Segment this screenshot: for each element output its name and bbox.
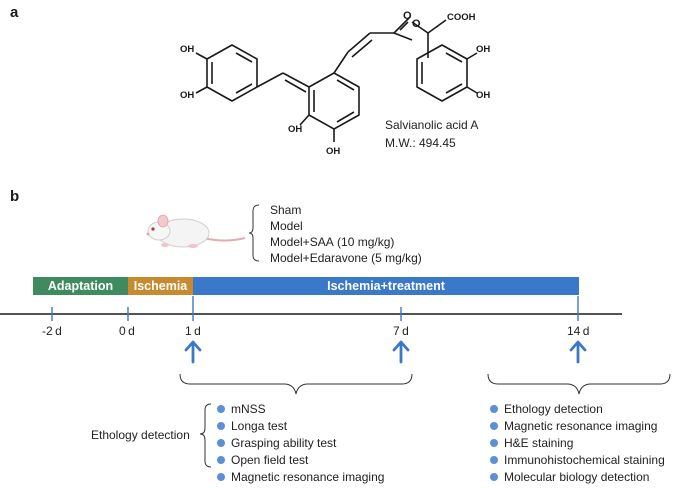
groups-brace	[248, 204, 260, 262]
cooh-label: COOH	[447, 12, 476, 23]
oh-label-2: OH	[180, 90, 195, 101]
interval-braces	[179, 373, 671, 395]
list-item-mri: Magnetic resonance imaging	[490, 417, 665, 434]
list-item-open-field: Open field test	[217, 451, 384, 468]
arrow-day14	[569, 340, 587, 364]
right-ring	[416, 44, 468, 102]
molecular-weight: M.W.: 494.45	[385, 136, 456, 150]
list-item-molecular-biology: Molecular biology detection	[490, 468, 665, 485]
bullet-icon	[217, 404, 225, 413]
group-sham: Sham	[270, 203, 302, 217]
oxygen-carbonyl: O	[403, 10, 412, 22]
phase-ischemia-treatment: Ischemia+treatment	[193, 277, 579, 295]
list-item-he-staining: H&E staining	[490, 434, 665, 451]
panel-a-label: a	[10, 4, 19, 21]
central-ring	[308, 72, 360, 130]
bullet-icon	[490, 404, 498, 413]
group-model-edaravone: Model+Edaravone (5 mg/kg)	[270, 251, 422, 265]
group-model: Model	[270, 219, 303, 233]
bullet-icon	[217, 438, 225, 447]
bullet-icon	[217, 472, 225, 481]
oh-label-3: OH	[288, 124, 303, 135]
oh-label-4: OH	[326, 146, 341, 157]
bullet-icon	[217, 455, 225, 464]
brace-day14	[487, 373, 671, 395]
day-minus2: -2 d	[42, 324, 62, 338]
oxygen-ester: O	[412, 18, 421, 30]
day-1: 1 d	[185, 324, 201, 338]
list-item-mnss: mNSS	[217, 400, 384, 417]
ethology-detection-label: Ethology detection	[91, 428, 190, 442]
group-list: Sham Model Model+SAA (10 mg/kg) Model+Ed…	[270, 202, 422, 266]
panel-b-label: b	[10, 188, 20, 205]
salvianolic-acid-structure: O O	[195, 10, 478, 142]
oh-label-6: OH	[476, 90, 491, 101]
ethology-brace	[199, 403, 212, 468]
day-14: 14 d	[567, 324, 590, 338]
phase-adaptation: Adaptation	[33, 277, 128, 295]
timeline	[0, 296, 622, 364]
phase-ischemia: Ischemia	[128, 277, 193, 295]
bullet-icon	[217, 421, 225, 430]
bullet-icon	[490, 455, 498, 464]
bullet-icon	[490, 421, 498, 430]
brace-day1-7	[179, 373, 413, 395]
bullet-icon	[490, 472, 498, 481]
oh-label-5: OH	[476, 44, 491, 55]
list-item-grasping: Grasping ability test	[217, 434, 384, 451]
arrow-day7	[392, 340, 410, 364]
list-item-ihc-staining: Immunohistochemical staining	[490, 451, 665, 468]
left-ring	[206, 44, 258, 102]
mouse-illustration	[146, 214, 246, 248]
day-7: 7 d	[393, 324, 409, 338]
day-0: 0 d	[119, 324, 135, 338]
left-detection-list: mNSS Longa test Grasping ability test Op…	[217, 400, 384, 485]
group-model-saa: Model+SAA (10 mg/kg)	[270, 235, 395, 249]
arrow-day1	[184, 340, 202, 364]
list-item-longa: Longa test	[217, 417, 384, 434]
right-detection-list: Ethology detection Magnetic resonance im…	[490, 400, 665, 485]
oh-label-1: OH	[180, 44, 195, 55]
bullet-icon	[490, 438, 498, 447]
compound-name: Salvianolic acid A	[385, 118, 479, 132]
list-item-ethology: Ethology detection	[490, 400, 665, 417]
list-item-mri: Magnetic resonance imaging	[217, 468, 384, 485]
